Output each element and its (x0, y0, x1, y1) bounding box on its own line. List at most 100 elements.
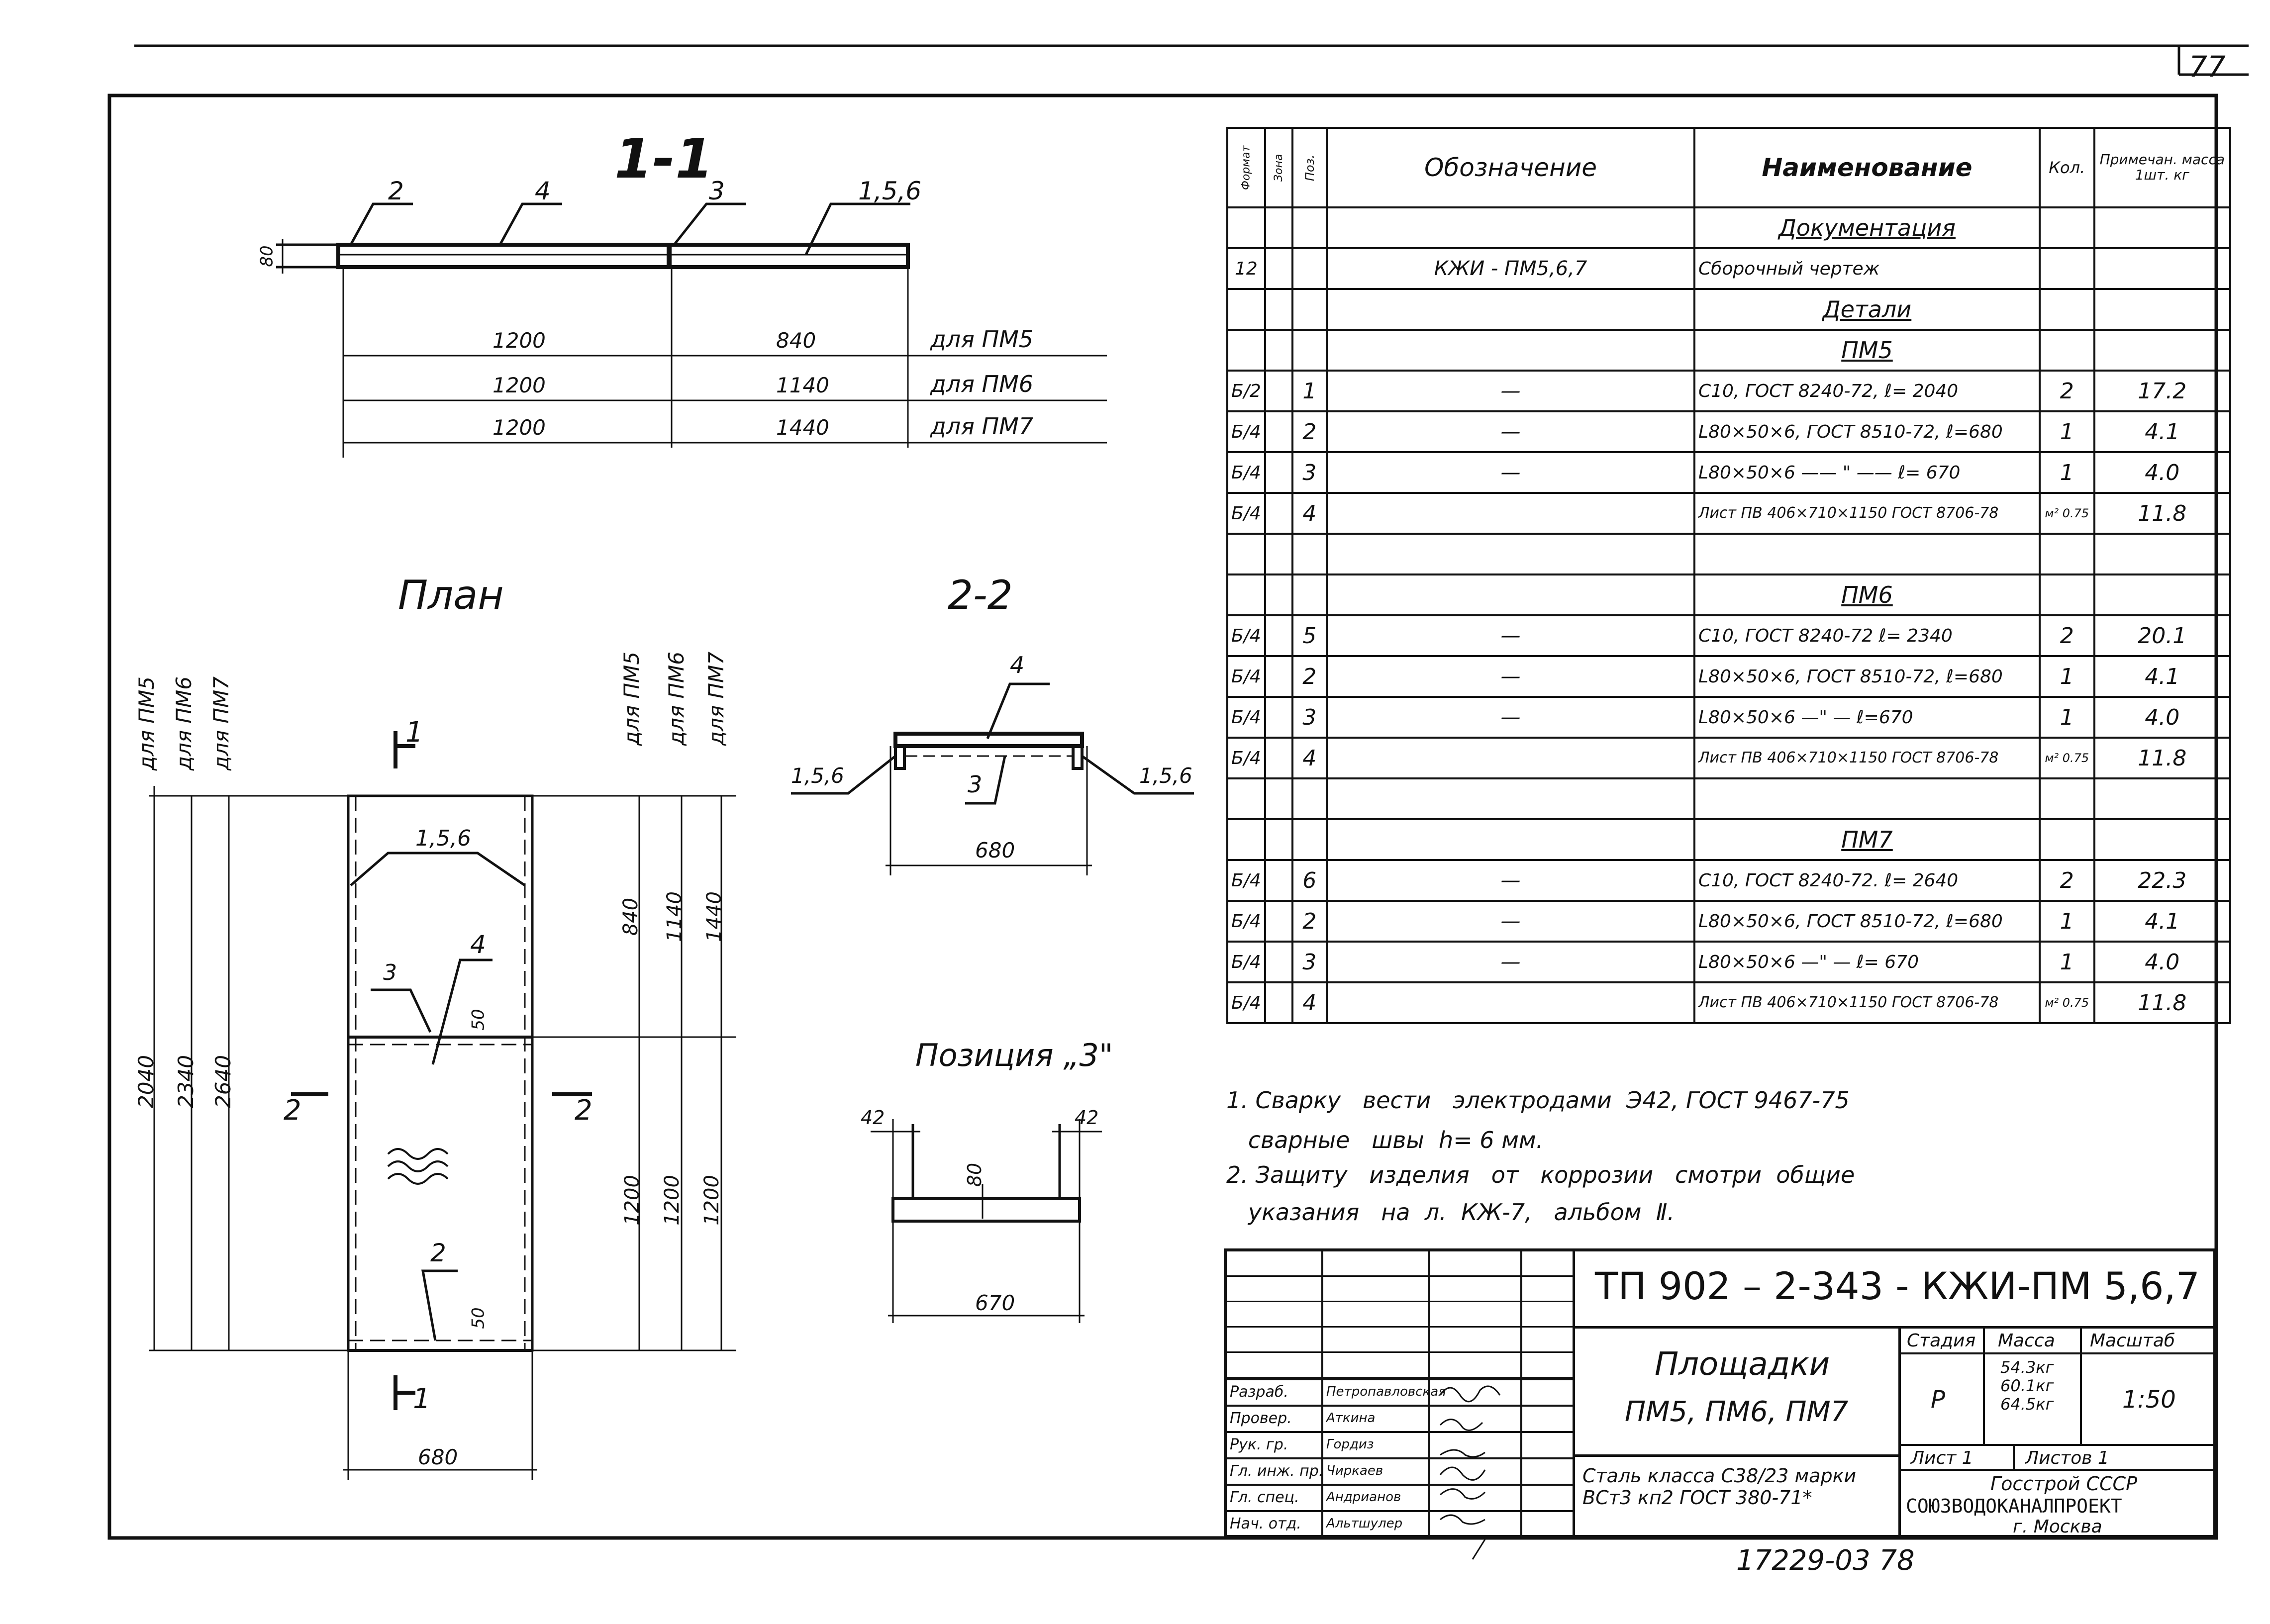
plan-left-dim-3: 2640 (210, 1055, 235, 1108)
spec-cell-designation: — (1326, 410, 1695, 453)
section-1-1-label3: для ПМ7 (930, 413, 1034, 440)
spec-cell-zone (1264, 696, 1293, 739)
plan-left-label-1: для ПМ5 (134, 676, 159, 771)
spec-cell-designation: КЖИ - ПМ5,6,7 (1326, 247, 1695, 290)
plan-title: План (398, 572, 504, 618)
spec-cell-format (1226, 288, 1266, 331)
spec-cell-pos: 5 (1291, 614, 1328, 657)
spec-cell-name: Документация (1693, 206, 2041, 249)
spec-header-pos: Поз. (1292, 128, 1327, 207)
section-1-1-callout-156: 1,5,6 (858, 177, 922, 205)
spec-header-designation: Обозначение (1326, 127, 1695, 208)
spec-cell-format: Б/4 (1226, 737, 1266, 779)
sheet-number: 77 (2189, 50, 2226, 84)
spec-cell-note: 11.8 (2093, 981, 2232, 1024)
spec-cell-format: Б/4 (1226, 696, 1266, 739)
drawing-title-line-1: Площадки (1655, 1346, 1830, 1383)
spec-cell-pos: 2 (1291, 655, 1328, 698)
plan-right-top-dim-1: 840 (619, 897, 643, 936)
spec-cell-note: 20.1 (2093, 614, 2232, 657)
spec-cell-name: L80×50×6, ГОСТ 8510-72, ℓ=680 (1693, 410, 2041, 453)
spec-row: Детали (1226, 288, 2232, 331)
spec-cell-qty (2038, 573, 2095, 616)
spec-cell-designation: — (1326, 696, 1695, 739)
signature-row: Рук. гр.Гордиз (1227, 1431, 1573, 1457)
spec-cell-pos (1291, 573, 1328, 616)
signature-role: Рук. гр. (1230, 1436, 1288, 1453)
mass-value: 54.3кг 60.1кг 64.5кг (2000, 1358, 2054, 1414)
spec-cell-qty: 2 (2038, 370, 2095, 412)
stamp-col-lines-3 (1520, 1251, 1522, 1535)
position-3-title: Позиция „3" (915, 1037, 1113, 1073)
spec-cell-note: 4.1 (2093, 655, 2232, 698)
spec-cell-zone (1264, 451, 1293, 494)
spec-cell-zone (1264, 533, 1293, 575)
section-2-2-width-dim: 680 (975, 838, 1015, 862)
spec-cell-pos: 3 (1291, 941, 1328, 983)
stage-bottom (1901, 1444, 2217, 1446)
spec-cell-format (1226, 329, 1266, 372)
spec-cell-format: Б/4 (1226, 655, 1266, 698)
spec-cell-note: 4.0 (2093, 451, 2232, 494)
position-3-right-dim: 42 (1075, 1107, 1099, 1129)
spec-cell-pos: 3 (1291, 451, 1328, 494)
signature-row: Нач. отд.Альтшулер (1227, 1510, 1573, 1536)
spec-cell-pos: 4 (1291, 737, 1328, 779)
spec-cell-qty (2038, 329, 2095, 372)
stamp-upper (1227, 1251, 1573, 1378)
spec-cell-note (2093, 533, 2232, 575)
spec-cell-pos: 2 (1291, 900, 1328, 943)
spec-cell-note (2093, 329, 2232, 372)
spec-cell-qty: м² 0.75 (2038, 492, 2095, 535)
spec-row: ПМ6 (1226, 573, 2232, 616)
spec-row (1226, 777, 2232, 820)
spec-cell-format: Б/4 (1226, 941, 1266, 983)
spec-cell-name: С10, ГОСТ 8240-72, ℓ= 2040 (1693, 370, 2041, 412)
stage-header-row (1901, 1329, 2217, 1354)
spec-cell-format: Б/4 (1226, 451, 1266, 494)
signature-role: Провер. (1230, 1410, 1292, 1427)
spec-row: ПМ7 (1226, 818, 2232, 861)
plan-right-label-1: для ПМ5 (619, 651, 644, 746)
signature-role: Гл. инж. пр. (1230, 1462, 1324, 1480)
stamp-col-lines-2 (1428, 1251, 1430, 1535)
spec-cell-designation: — (1326, 614, 1695, 657)
plan-right-bottom-dim-2: 1200 (660, 1175, 684, 1226)
spec-cell-format (1226, 573, 1266, 616)
signature-role: Разраб. (1230, 1383, 1288, 1401)
spec-cell-zone (1264, 941, 1293, 983)
stamp-col-lines (1321, 1251, 1323, 1535)
spec-cell-note (2093, 206, 2232, 249)
spec-cell-designation (1326, 492, 1695, 535)
spec-cell-pos: 4 (1291, 492, 1328, 535)
spec-cell-note: 4.1 (2093, 410, 2232, 453)
spec-cell-designation: — (1326, 941, 1695, 983)
spec-cell-qty (2038, 533, 2095, 575)
spec-cell-designation (1326, 288, 1695, 331)
spec-cell-qty: 1 (2038, 941, 2095, 983)
spec-cell-pos: 3 (1291, 696, 1328, 739)
plan-right-bottom-dim-3: 1200 (700, 1175, 723, 1226)
spec-cell-format: Б/2 (1226, 370, 1266, 412)
signature-role: Гл. спец. (1230, 1489, 1299, 1506)
spec-header-zone: Зона (1265, 128, 1292, 207)
scale-label: Масштаб (2090, 1331, 2175, 1351)
spec-cell-zone (1264, 737, 1293, 779)
spec-cell-note: 22.3 (2093, 859, 2232, 902)
signature-name: Петропавловская (1326, 1384, 1446, 1399)
plan-right-top-dim-2: 1140 (663, 891, 686, 942)
title-divider (1575, 1454, 1898, 1457)
section-2-2-left-label: 1,5,6 (791, 764, 844, 788)
spec-cell-name: L80×50×6 —— " —— ℓ= 670 (1693, 451, 2041, 494)
stage-label: Стадия (1907, 1331, 1976, 1351)
spec-cell-zone (1264, 859, 1293, 902)
signature-name: Андрианов (1326, 1490, 1401, 1505)
plan-callout-4: 4 (470, 930, 486, 959)
plan-left-label-3: для ПМ7 (209, 676, 234, 771)
